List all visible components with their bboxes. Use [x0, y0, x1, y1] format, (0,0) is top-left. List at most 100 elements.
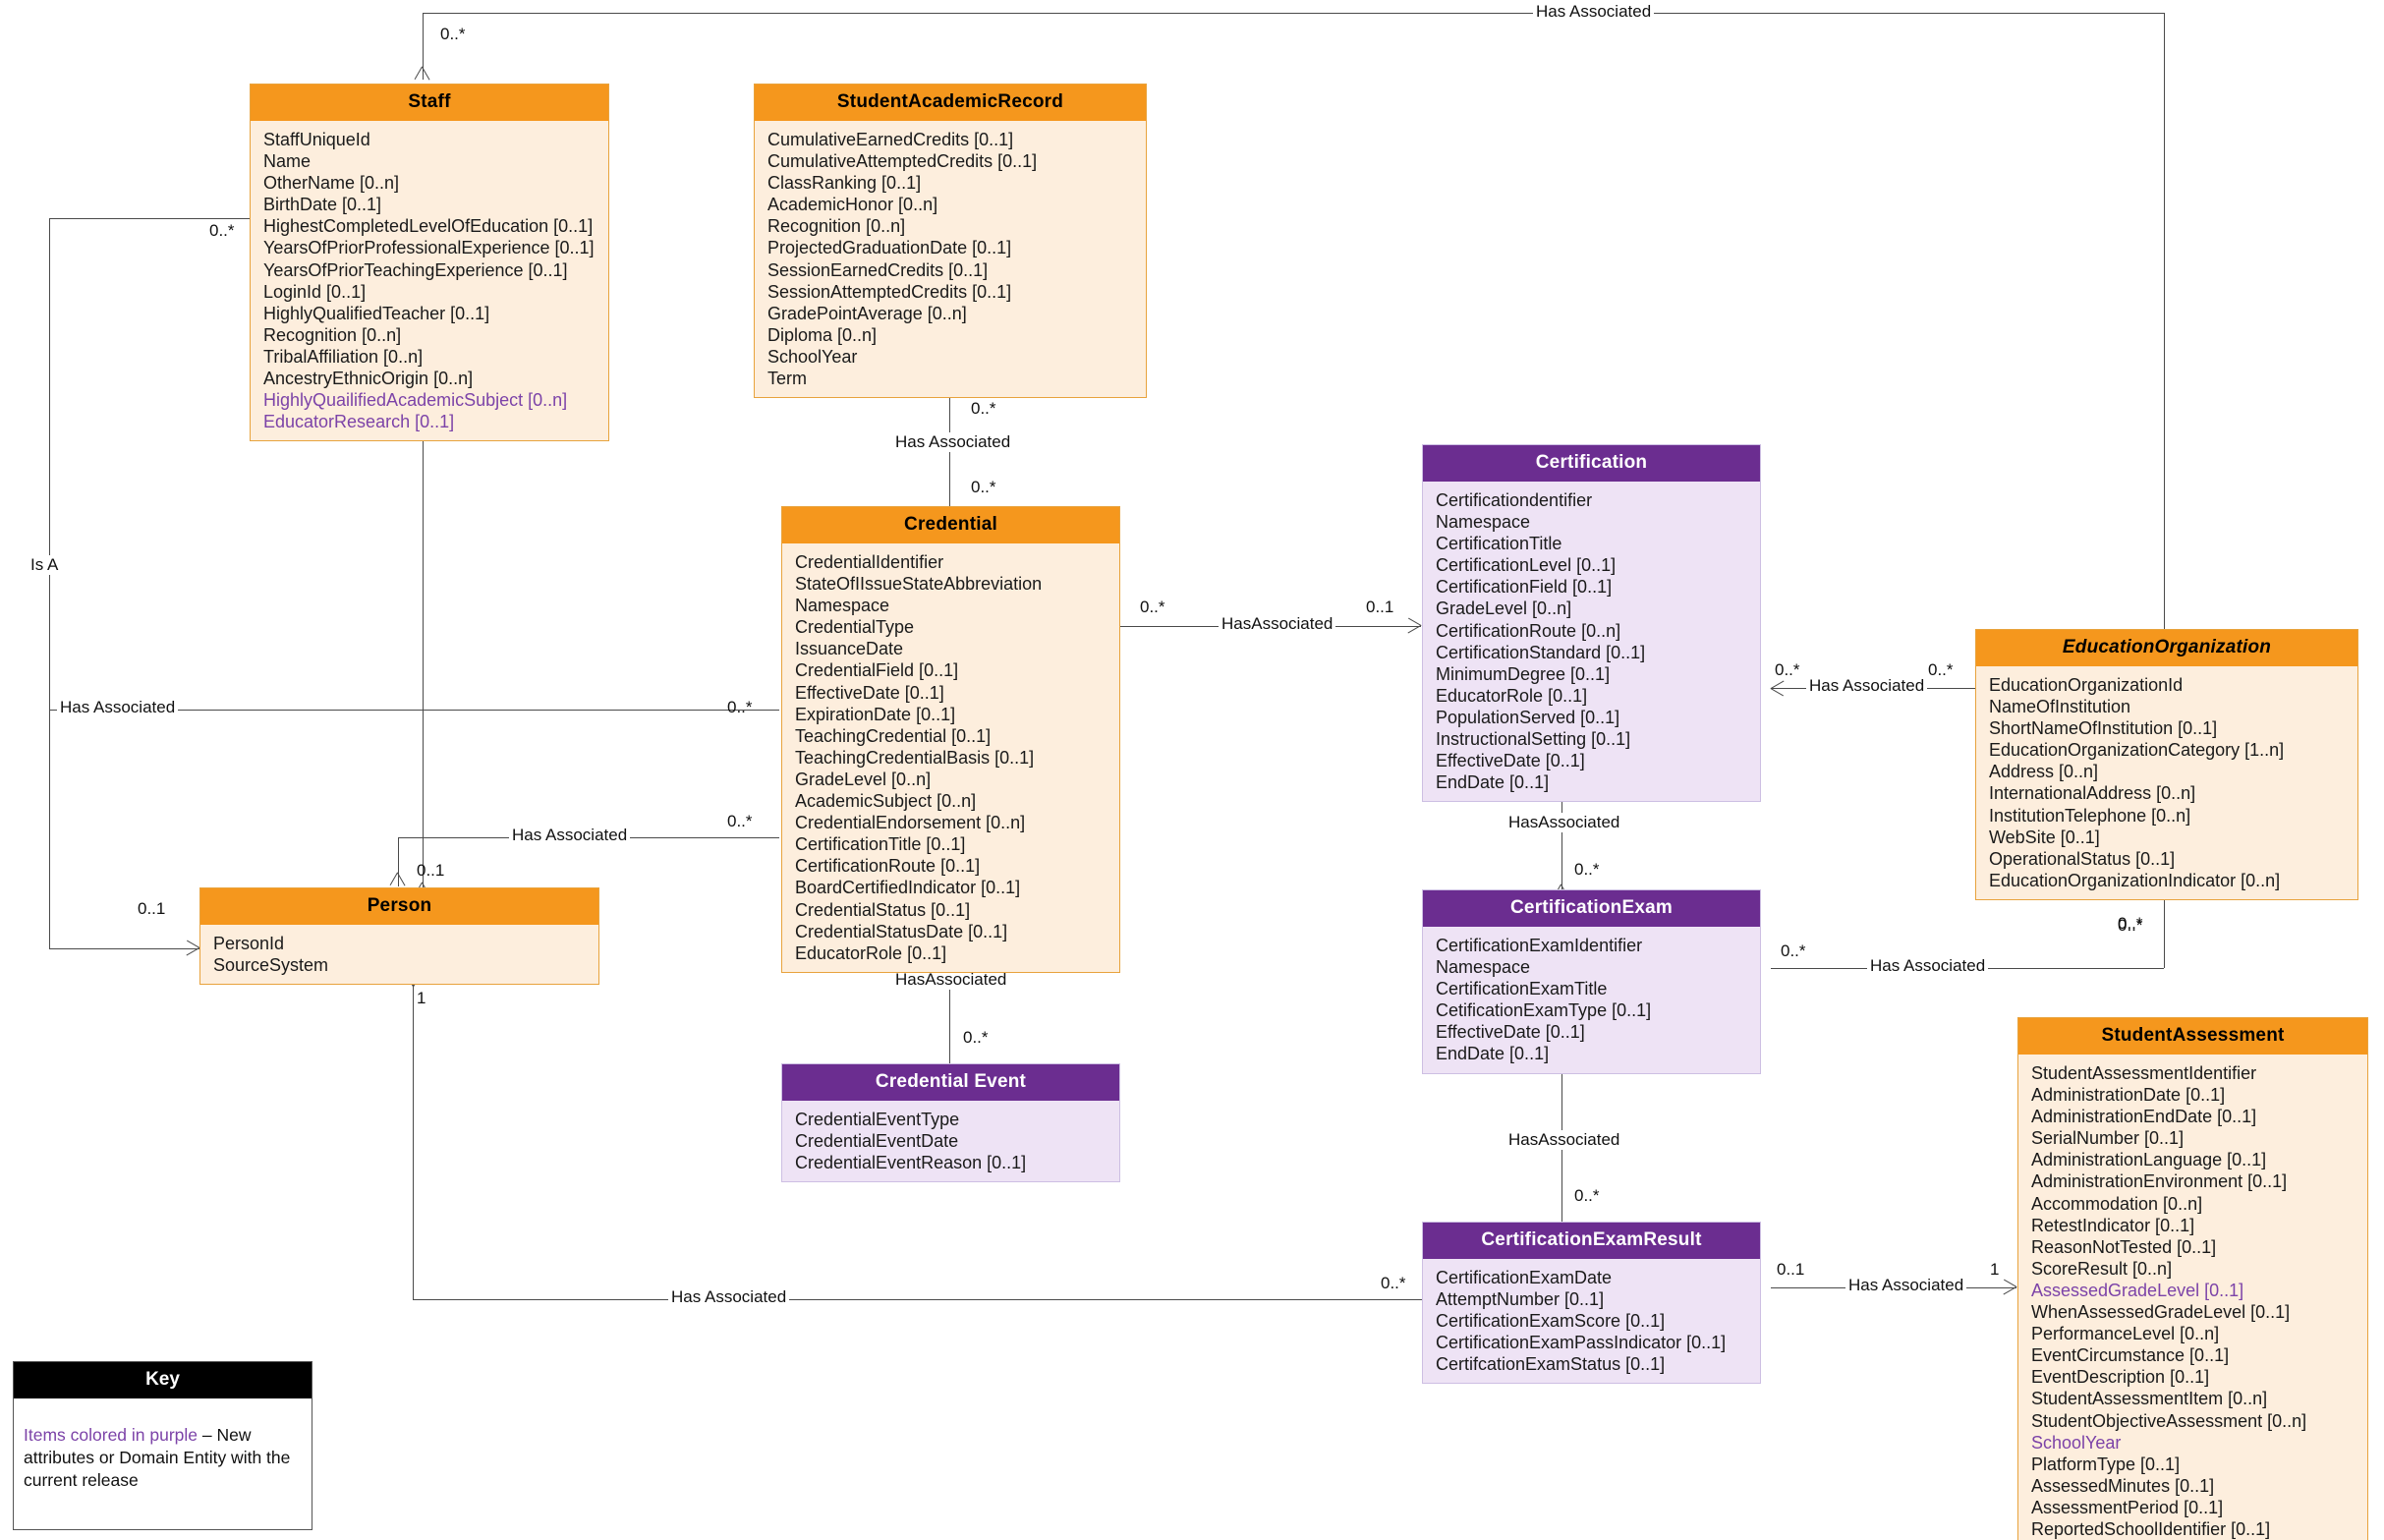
cardinality-staff-left: 0..* [209, 221, 235, 240]
entity-staff[interactable]: Staff StaffUniqueId Name OtherName [0..n… [250, 84, 609, 442]
attribute: EducationOrganizationIndicator [0..n] [1989, 870, 2281, 890]
attribute: BirthDate [0..1] [263, 195, 382, 215]
connector-person-result-h [413, 1299, 1425, 1300]
entity-education-organization[interactable]: EducationOrganization EducationOrganizat… [1975, 629, 2358, 900]
relationship-label-person-result: Has Associated [668, 1287, 790, 1307]
attribute: ClassRanking [0..1] [767, 173, 922, 194]
entity-certification-exam-result[interactable]: CertificationExamResult CertificationExa… [1422, 1222, 1761, 1385]
attribute: CertificationTitle [1436, 534, 1562, 554]
entity-attributes-person: PersonId SourceSystem [200, 925, 598, 984]
attribute: StudentAssessmentIdentifier [2031, 1063, 2257, 1083]
attribute: AdministrationLanguage [0..1] [2031, 1150, 2267, 1170]
attribute-new: HighlyQuailifiedAcademicSubject [0..n] [263, 390, 568, 411]
attribute: OtherName [0..n] [263, 173, 400, 194]
attribute: CredentialIdentifier [795, 552, 944, 572]
cardinality-credential-top: 0..* [971, 478, 996, 496]
connector-eduorg-staff-top-h [423, 13, 2164, 14]
cardinality-sar-bottom: 0..* [971, 399, 996, 418]
relationship-label-person-credential: Has Associated [509, 826, 631, 845]
connector-isa-h [49, 948, 199, 949]
attribute: CertificationExamPassIndicator [0..1] [1436, 1333, 1727, 1353]
entity-person[interactable]: Person PersonId SourceSystem [199, 887, 599, 986]
attribute: CredentialStatusDate [0..1] [795, 921, 1008, 941]
attribute: CertificationExamDate [1436, 1268, 1613, 1287]
entity-title-person: Person [200, 888, 598, 925]
key-purple-text: Items colored in purple [24, 1425, 199, 1445]
cardinality-eduorg-staff-top: 0..* [440, 25, 466, 43]
attribute: CertificationField [0..1] [1436, 577, 1613, 598]
attribute: ReportedSchoolIdentifier [0..1] [2031, 1518, 2271, 1539]
cardinality-exam-top: 0..* [1574, 860, 1600, 879]
cardinality-result-left: 0..* [1381, 1274, 1406, 1292]
attribute: AcademicHonor [0..n] [767, 195, 938, 215]
relationship-label-is-a: Is A [28, 555, 62, 575]
attribute: Address [0..n] [1989, 762, 2099, 782]
attribute: CredentialEventDate [795, 1131, 959, 1152]
relationship-label-certification-eduorg: Has Associated [1806, 676, 1928, 696]
attribute: Term [767, 369, 807, 389]
attribute: Accommodation [0..n] [2031, 1193, 2203, 1214]
relationship-label-exam-eduorg: Has Associated [1867, 956, 1989, 976]
entity-student-academic-record[interactable]: StudentAcademicRecord CumulativeEarnedCr… [754, 84, 1147, 399]
entity-title-certification: Certification [1423, 445, 1760, 482]
cardinality-credential-right: 0..* [1140, 598, 1165, 616]
entity-title-credential-event: Credential Event [782, 1064, 1119, 1101]
entity-attributes-certification: Certificationdentifier Namespace Certifi… [1423, 482, 1760, 801]
attribute: YearsOfPriorProfessionalExperience [0..1… [263, 238, 595, 258]
attribute: Name [263, 151, 312, 172]
connector-credential-event-v [949, 914, 950, 1066]
attribute: Namespace [1436, 957, 1531, 978]
attribute: CertificationStandard [0..1] [1436, 642, 1646, 662]
key-body: Items colored in purple – New attributes… [14, 1398, 312, 1502]
attribute: EducationOrganizationCategory [1..n] [1989, 740, 2285, 761]
entity-title-certification-exam-result: CertificationExamResult [1423, 1223, 1760, 1259]
attribute: CumulativeEarnedCredits [0..1] [767, 130, 1014, 149]
attribute: BoardCertifiedIndicator [0..1] [795, 878, 1021, 898]
attribute: CredentialType [795, 617, 915, 638]
cardinality-eduorg-assessment: 0..* [2118, 914, 2143, 933]
attribute: EventCircumstance [0..1] [2031, 1345, 2230, 1366]
attribute: EffectiveDate [0..1] [795, 682, 944, 703]
attribute: EducatorRole [0..1] [1436, 685, 1588, 706]
entity-student-assessment[interactable]: StudentAssessment StudentAssessmentIdent… [2017, 1017, 2368, 1540]
connector-eduorg-staff-top-v-right [2164, 13, 2165, 632]
cardinality-certification-left: 0..1 [1366, 598, 1394, 616]
relationship-label-result-assessment: Has Associated [1845, 1276, 1967, 1295]
attribute: CredentialEndorsement [0..n] [795, 813, 1026, 833]
entity-credential[interactable]: Credential CredentialIdentifier StateOfI… [781, 506, 1120, 973]
attribute: NameOfInstitution [1989, 697, 2131, 717]
entity-attributes-staff: StaffUniqueId Name OtherName [0..n] Birt… [251, 121, 608, 440]
relationship-label-credential-event: HasAssociated [892, 970, 1010, 990]
attribute: StudentObjectiveAssessment [0..n] [2031, 1410, 2307, 1431]
cardinality-person-isa: 0..1 [138, 899, 166, 918]
attribute: StudentAssessmentItem [0..n] [2031, 1389, 2268, 1409]
attribute: Namespace [1436, 512, 1531, 533]
entity-title-education-organization: EducationOrganization [1976, 630, 2357, 666]
key-legend: Key Items colored in purple – New attrib… [13, 1361, 312, 1530]
attribute: CertificationTitle [0..1] [795, 834, 966, 855]
attribute: ReasonNotTested [0..1] [2031, 1236, 2217, 1257]
attribute: SessionEarnedCredits [0..1] [767, 259, 989, 280]
attribute: EffectiveDate [0..1] [1436, 1022, 1585, 1043]
connector-eduorg-staff-top-v-left [423, 13, 424, 80]
attribute: SessionAttemptedCredits [0..1] [767, 281, 1012, 302]
attribute: WhenAssessedGradeLevel [0..1] [2031, 1302, 2291, 1323]
attribute: RetestIndicator [0..1] [2031, 1215, 2195, 1235]
entity-certification-exam[interactable]: CertificationExam CertificationExamIdent… [1422, 889, 1761, 1074]
cardinality-result-right: 0..1 [1777, 1260, 1805, 1279]
attribute: AdministrationDate [0..1] [2031, 1085, 2226, 1106]
attribute: CetificationExamType [0..1] [1436, 1000, 1652, 1021]
relationship-label-exam-result: HasAssociated [1505, 1130, 1623, 1150]
attribute: Namespace [795, 596, 890, 616]
connector-credential-sar-v [949, 398, 950, 506]
connector-person-credential-v [398, 837, 399, 886]
relationship-label-certification-exam: HasAssociated [1505, 813, 1623, 832]
attribute: OperationalStatus [0..1] [1989, 848, 2176, 869]
attribute: PlatformType [0..1] [2031, 1454, 2181, 1474]
attribute-new: AssessedGradeLevel [0..1] [2031, 1280, 2244, 1300]
entity-certification[interactable]: Certification Certificationdentifier Nam… [1422, 444, 1761, 803]
entity-credential-event[interactable]: Credential Event CredentialEventType Cre… [781, 1063, 1120, 1183]
attribute: PerformanceLevel [0..n] [2031, 1324, 2220, 1344]
cardinality-exam-right: 0..* [1781, 941, 1806, 960]
